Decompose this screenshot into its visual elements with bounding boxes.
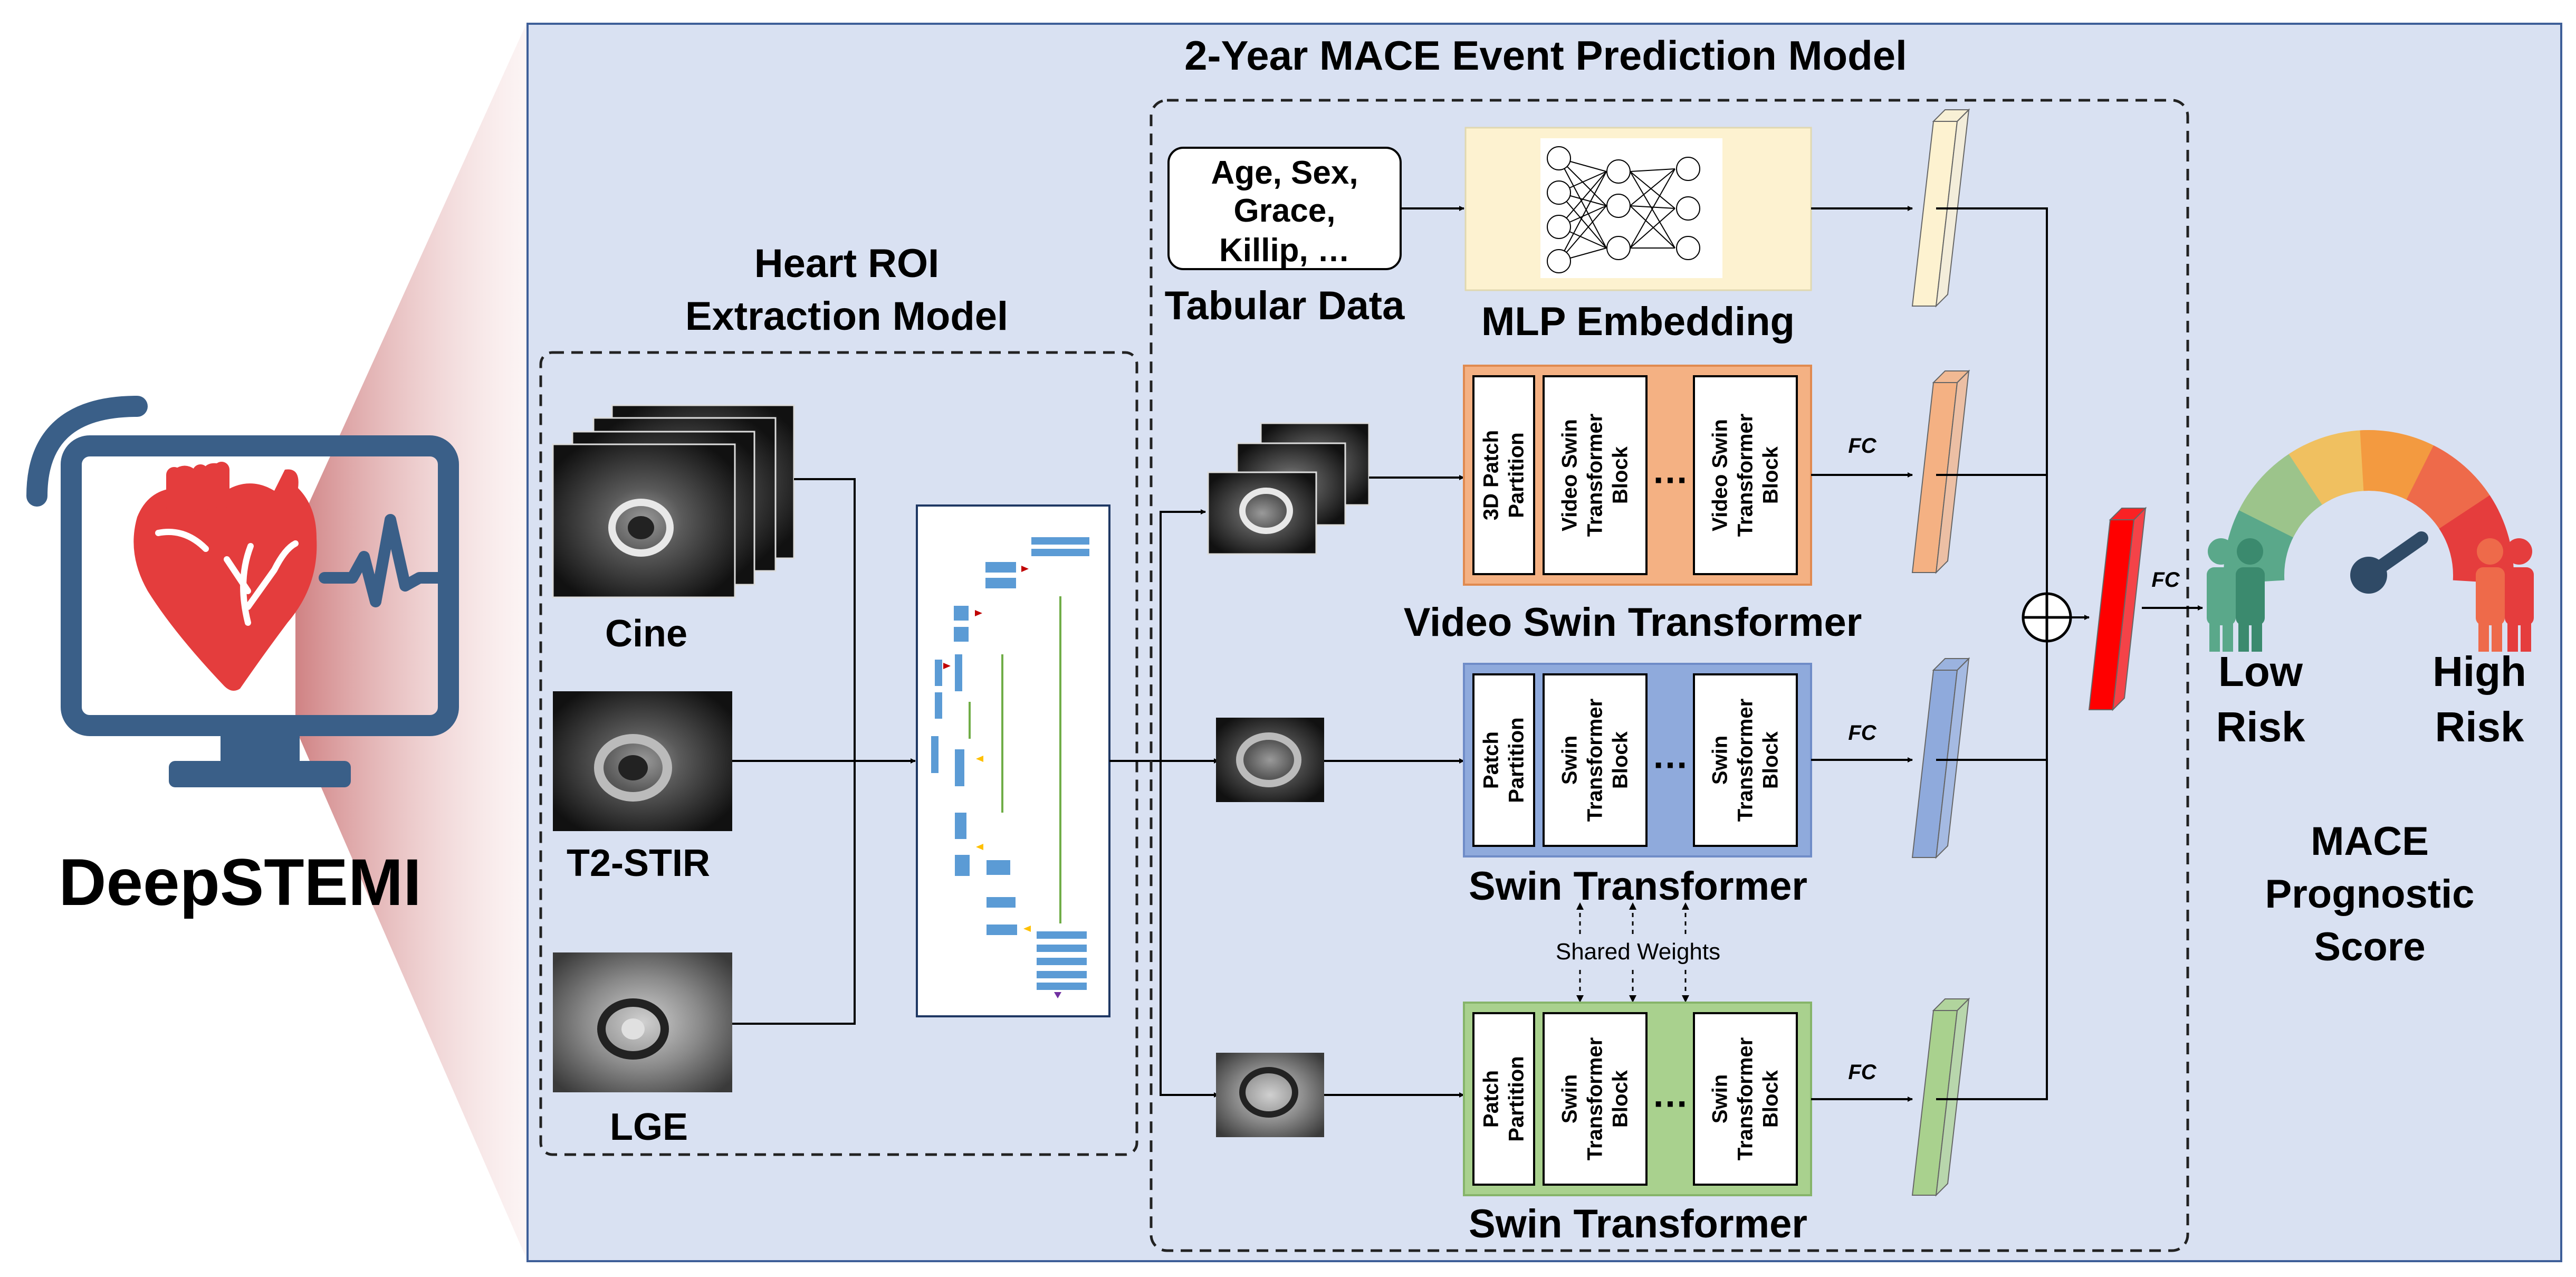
unet-diagram [916,504,1110,1017]
score-line1: MACE [2311,819,2429,864]
block-label-line: Swin [1558,736,1582,785]
swin1-feature-vector [1911,657,1970,859]
block-label-line: Transformer [1734,699,1757,822]
roi-title-line2: Extraction Model [685,294,1008,339]
prediction-dashed-box [1150,99,2189,1252]
high-risk-line2: Risk [2435,703,2524,750]
block-label-line: Patch [1480,1070,1503,1128]
t2-stir-image [553,691,732,831]
block-label-line: Transformer [1734,414,1757,537]
block-label-line: Swin [1709,736,1732,785]
tabular-line-2: Grace, [1233,193,1335,229]
mlp-network-icon [1547,146,1700,273]
block-label-line: Block [1759,1070,1783,1128]
transformer-block [1472,375,1535,575]
block-label-line: Transformer [1584,699,1607,822]
tabular-label: Tabular Data [1165,283,1405,328]
shared-weights-arrows [1576,902,1689,1003]
block-label-line: Swin [1709,1074,1732,1123]
ecg-wave-icon [319,514,444,607]
high-risk-line1: High [2433,648,2526,695]
concat-icon [2022,592,2072,643]
cine-image-stack [552,404,795,598]
swin2-feature-vector [1911,997,1970,1197]
ellipsis-label: … [1652,450,1689,491]
merge-connectors [1936,207,2050,1100]
block-label-line: Transformer [1584,414,1607,537]
swin2-label: Swin Transformer [1469,1202,1807,1246]
brand-name: DeepSTEMI [59,846,422,919]
block-label-line: Swin [1558,1074,1582,1123]
transformer-block [1693,375,1798,575]
zoom-fan [295,21,528,1261]
video-swin-label: Video Swin Transformer [1404,600,1862,645]
feature-vectors [1911,108,2147,1197]
low-risk-line1: Low [2218,648,2303,695]
shared-weights-label: Shared Weights [1556,939,1720,965]
model-title: 2-Year MACE Event Prediction Model [1184,32,1907,79]
block-label-line: Partition [1505,717,1528,803]
lge-image [553,952,732,1092]
unet-output-connectors [1109,509,1219,1098]
input-label-t2-stir: T2-STIR [567,842,710,884]
swin2-input-image [1216,1053,1324,1137]
transformer-block [1693,1012,1798,1186]
block-label-line: Block [1759,446,1783,504]
gauge-needle-icon [2350,531,2428,594]
fused-fc-label: FC [2151,568,2180,592]
low-risk-line2: Risk [2216,703,2305,750]
transformer-block [1472,673,1535,847]
mlp-embedding-label: MLP Embedding [1481,299,1795,344]
block-label-line: Transformer [1734,1037,1757,1160]
block-label-line: Block [1609,731,1632,789]
video-fc-label: FC [1848,434,1876,458]
ellipsis-label: … [1652,1074,1689,1115]
signal-arc-icon [26,396,148,507]
block-label-line: Partition [1505,432,1528,518]
ellipsis-label: … [1652,735,1689,776]
video-feature-vector [1911,369,1970,574]
low-risk-people-icon [2207,538,2265,652]
roi-dashed-box [539,351,1138,1156]
deepstemi-logo: DeepSTEMI [26,396,459,919]
block-label-line: Block [1609,446,1632,504]
swin2-fc-label: FC [1848,1061,1876,1084]
block-label-line: Transformer [1584,1037,1607,1160]
fused-feature-vector [2088,507,2147,711]
tabular-line-3: Killip, … [1219,232,1350,269]
block-label-line: Video Swin [1558,419,1582,531]
block-label-line: Block [1609,1070,1632,1128]
block-label-line: 3D Patch [1480,430,1503,520]
block-label-line: Patch [1480,731,1503,789]
gauge-segment [2288,430,2378,505]
input-label-lge: LGE [610,1106,688,1148]
roi-input-connectors [732,478,916,1025]
block-label-line: Partition [1505,1056,1528,1141]
roi-title-line1: Heart ROI [754,241,940,286]
swin1-fc-label: FC [1848,721,1876,745]
high-risk-people-icon [2476,538,2534,652]
heart-icon [133,462,317,691]
transformer-block [1543,1012,1648,1186]
input-label-cine: Cine [605,613,687,655]
transformer-block [1543,375,1648,575]
transformer-block [1693,673,1798,847]
swin1-input-image [1216,718,1324,802]
block-label-line: Video Swin [1709,419,1732,531]
score-line3: Score [2314,925,2425,969]
monitor-base [169,761,351,787]
tabular-line-1: Age, Sex, [1211,155,1358,191]
transformer-block [1543,673,1648,847]
block-label-line: Block [1759,731,1783,789]
swin1-label: Swin Transformer [1469,864,1807,909]
score-line2: Prognostic [2265,872,2475,917]
video-input-stack [1207,422,1370,555]
transformer-block [1472,1012,1535,1186]
monitor-neck [221,726,300,765]
